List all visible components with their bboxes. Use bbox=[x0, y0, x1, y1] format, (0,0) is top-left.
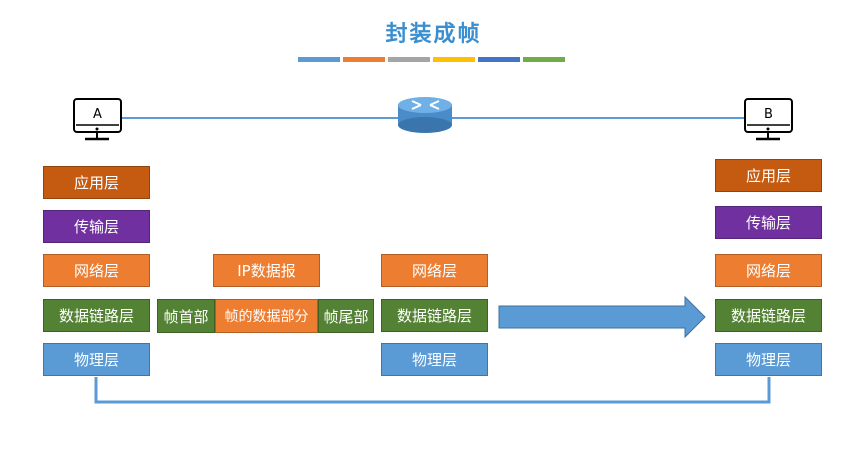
title-color-bar-6 bbox=[523, 57, 565, 62]
router-network-layer: 网络层 bbox=[381, 254, 488, 287]
transmit-arrow bbox=[498, 295, 706, 339]
host-b-transport-layer: 传输层 bbox=[715, 206, 822, 239]
host-a-application-layer: 应用层 bbox=[43, 166, 150, 199]
title-color-bar-5 bbox=[478, 57, 520, 62]
frame-header-box: 帧首部 bbox=[157, 299, 215, 333]
ip-packet-box: IP数据报 bbox=[213, 254, 320, 287]
router-icon bbox=[398, 97, 452, 133]
computer-a-icon bbox=[73, 98, 122, 141]
host-a-transport-layer: 传输层 bbox=[43, 210, 150, 243]
title-color-bar-2 bbox=[343, 57, 385, 62]
title-color-bar-1 bbox=[298, 57, 340, 62]
host-b-datalink-layer: 数据链路层 bbox=[715, 299, 822, 332]
computer-b-icon bbox=[744, 98, 793, 141]
host-a-datalink-layer: 数据链路层 bbox=[43, 299, 150, 332]
host-a-network-layer: 网络层 bbox=[43, 254, 150, 287]
router-datalink-layer: 数据链路层 bbox=[381, 299, 488, 332]
host-b-network-layer: 网络层 bbox=[715, 254, 822, 287]
title-color-bar-4 bbox=[433, 57, 475, 62]
host-b-application-layer: 应用层 bbox=[715, 159, 822, 192]
router-physical-layer: 物理层 bbox=[381, 343, 488, 376]
host-a-physical-layer: 物理层 bbox=[43, 343, 150, 376]
frame-trailer-box: 帧尾部 bbox=[318, 299, 374, 333]
title-color-bar-3 bbox=[388, 57, 430, 62]
host-b-physical-layer: 物理层 bbox=[715, 343, 822, 376]
host-a-label: A bbox=[93, 107, 102, 122]
host-b-label: B bbox=[764, 107, 773, 122]
physical-link-line bbox=[94, 377, 771, 404]
page-title: 封装成帧 bbox=[385, 22, 482, 47]
frame-data-box: 帧的数据部分 bbox=[215, 299, 318, 333]
